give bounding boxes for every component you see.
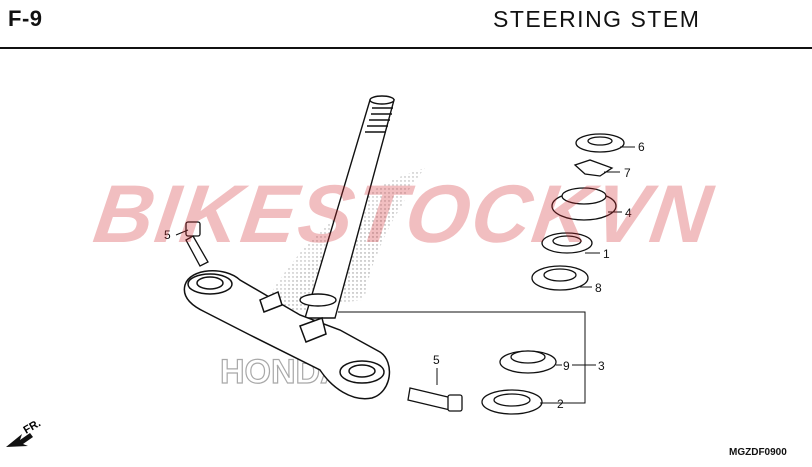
front-direction-label: FR. — [22, 417, 43, 436]
lock-washer — [573, 159, 614, 177]
stem-nut — [551, 187, 617, 221]
upper-bearing — [541, 232, 593, 254]
lower-fork-bridge — [183, 269, 391, 400]
callout-9: 9 — [563, 359, 570, 373]
callout-4: 4 — [625, 206, 632, 220]
page-title: STEERING STEM — [493, 6, 701, 32]
pinch-bolt-left — [185, 221, 209, 267]
callout-8: 8 — [595, 281, 602, 295]
pinch-bolt-right — [407, 387, 463, 412]
figure-code: F-9 — [8, 6, 43, 31]
callout-7: 7 — [624, 166, 631, 180]
callout-1: 1 — [603, 247, 610, 261]
front-direction-arrow: FR. — [6, 417, 43, 447]
callout-5-left: 5 — [164, 228, 171, 242]
header-divider — [0, 47, 812, 49]
steering-stem-shaft — [299, 95, 395, 319]
stem-lock-nut — [575, 133, 625, 153]
callout-3: 3 — [598, 359, 605, 373]
callout-6: 6 — [638, 140, 645, 154]
diagram-code: MGZDF0900 — [729, 447, 787, 458]
lower-bearing — [499, 350, 557, 374]
bearing-race — [481, 389, 543, 415]
callout-2: 2 — [557, 397, 564, 411]
callout-5-right: 5 — [433, 353, 440, 367]
header: F-9 STEERING STEM — [0, 0, 812, 49]
leader-lines — [175, 146, 635, 404]
dust-seal — [531, 265, 589, 291]
